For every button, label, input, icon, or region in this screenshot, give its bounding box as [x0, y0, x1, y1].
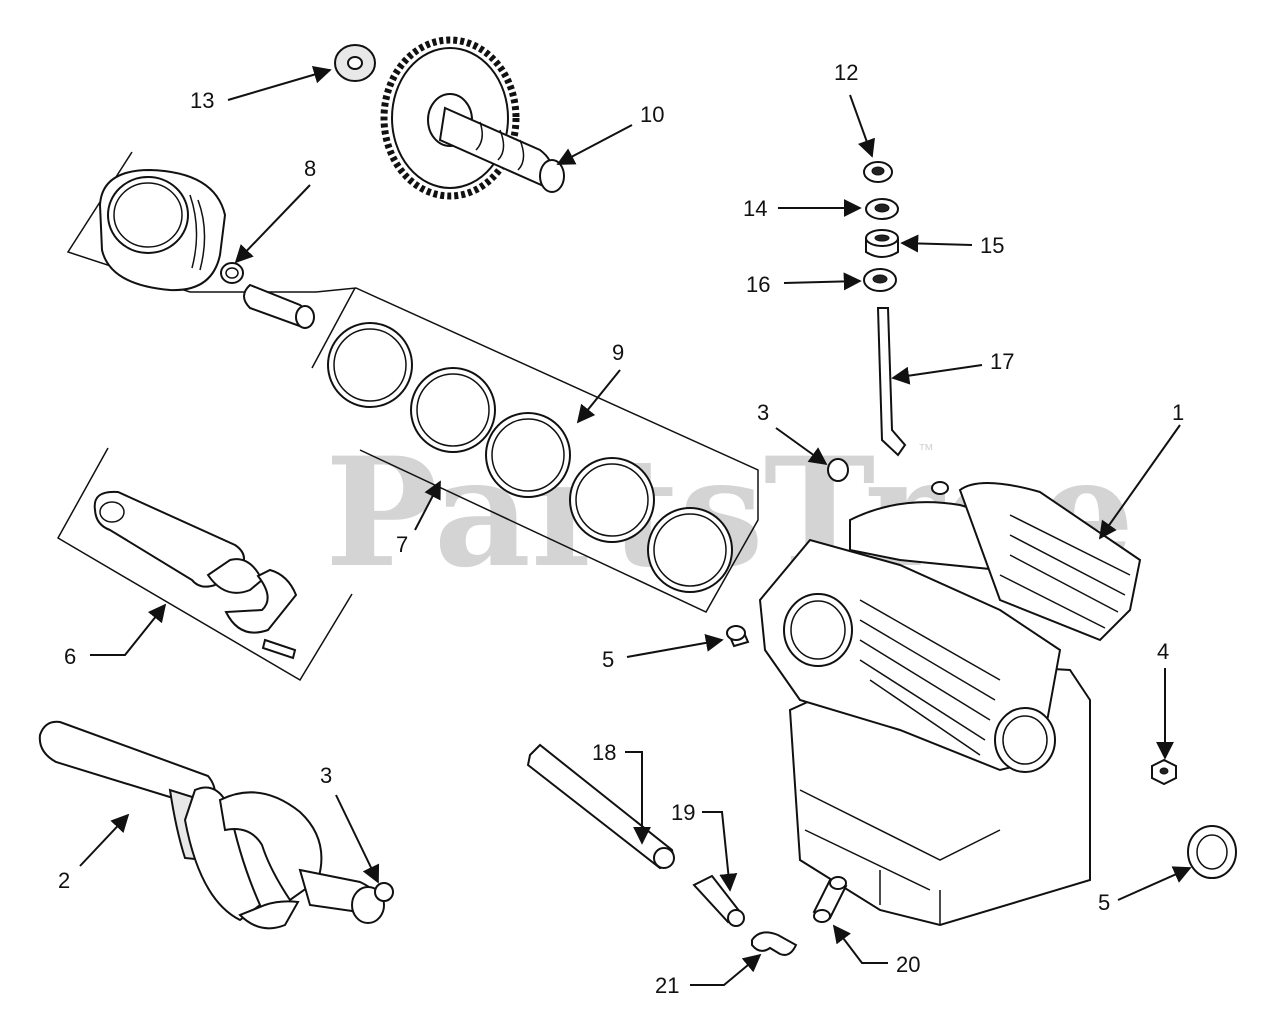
part-7-frame	[56, 447, 353, 682]
part-15-spacer[interactable]	[865, 229, 899, 258]
callout-17[interactable]: 17	[990, 349, 1014, 374]
part-17-tube[interactable]	[876, 307, 907, 457]
callout-14[interactable]: 14	[743, 196, 767, 221]
callout-8[interactable]: 7	[396, 532, 408, 557]
part-20-fitting[interactable]	[812, 876, 848, 923]
callout-6[interactable]: 5	[602, 647, 614, 672]
callout-16[interactable]: 16	[746, 272, 770, 297]
callout-11[interactable]: 10	[640, 102, 664, 127]
callout-19[interactable]: 19	[671, 800, 695, 825]
part-4-nut[interactable]	[1151, 758, 1177, 786]
part-piston[interactable]	[98, 168, 227, 292]
part-11-camshaft[interactable]	[380, 36, 565, 200]
callout-3a[interactable]: 3	[757, 400, 769, 425]
part-1-crankcase[interactable]	[758, 481, 1142, 927]
callout-18[interactable]: 18	[592, 740, 616, 765]
callout-7[interactable]: 6	[64, 644, 76, 669]
callout-2[interactable]: 2	[58, 868, 70, 893]
callout-9[interactable]: 8	[304, 156, 316, 181]
part-16-washer[interactable]	[863, 268, 897, 292]
part-10-piston-rings[interactable]	[327, 322, 733, 593]
callout-10[interactable]: 9	[612, 340, 624, 365]
part-2-crankshaft[interactable]	[38, 720, 385, 930]
part-19-fitting[interactable]	[692, 874, 745, 927]
part-9-clip[interactable]	[220, 262, 244, 284]
part-3a-plug[interactable]	[827, 458, 849, 482]
callout-numbers: 13 10 8 9 7 6 2 3 5 3 1 12 14 15 16 17 4…	[58, 60, 1184, 998]
part-10-rings-frame	[311, 287, 356, 369]
callout-4[interactable]: 4	[1157, 639, 1169, 664]
callout-5[interactable]: 5	[1098, 890, 1110, 915]
callout-15[interactable]: 15	[980, 233, 1004, 258]
part-21-clip[interactable]	[751, 931, 798, 956]
part-piston-pin[interactable]	[243, 283, 315, 330]
part-3b-plug[interactable]	[374, 882, 394, 902]
callout-21[interactable]: 21	[655, 973, 679, 998]
callout-12[interactable]: 12	[834, 60, 858, 85]
part-14-washer[interactable]	[865, 198, 899, 220]
leader-lines	[79, 65, 1192, 986]
part-13-washer[interactable]	[334, 44, 376, 82]
callout-20[interactable]: 20	[896, 952, 920, 977]
part-6-dowel[interactable]	[726, 625, 750, 648]
callout-1[interactable]: 1	[1172, 400, 1184, 425]
callout-13[interactable]: 13	[190, 88, 214, 113]
part-12-nut[interactable]	[863, 161, 893, 183]
part-7-connecting-rod[interactable]	[93, 490, 298, 660]
watermark-trademark: ™	[918, 442, 934, 459]
callout-3b[interactable]: 3	[320, 763, 332, 788]
part-5-seal[interactable]	[1187, 825, 1237, 879]
